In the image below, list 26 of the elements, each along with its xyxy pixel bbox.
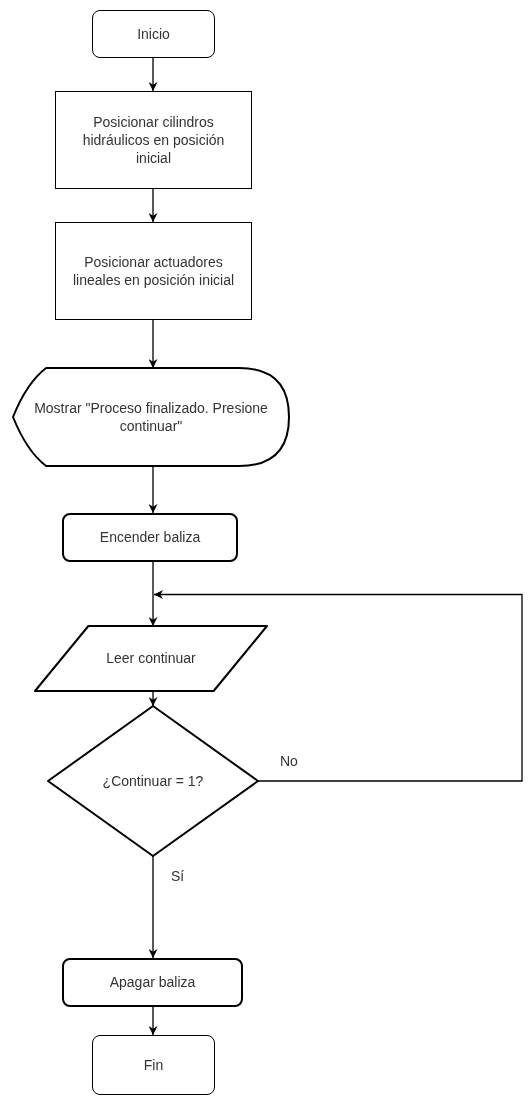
process-box	[55, 222, 252, 320]
arrow	[148, 465, 158, 514]
terminal-box	[92, 1035, 215, 1095]
node-text: Encender baliza	[99, 528, 201, 547]
arrow	[153, 590, 523, 782]
node-text: Posicionar cilindros hidráulicos en posición inicial	[81, 112, 226, 168]
edge-label: No	[280, 753, 298, 769]
arrow	[148, 1006, 158, 1036]
node-text: Fin	[143, 1055, 164, 1075]
terminal-box	[92, 10, 215, 58]
node-text: Leer continuar	[106, 649, 196, 668]
node-text: Inicio	[137, 24, 170, 44]
node-text: Posicionar actuadores lineales en posición inicial	[71, 252, 236, 290]
process-box	[55, 91, 252, 189]
arrow	[148, 319, 158, 369]
arrow	[148, 561, 158, 627]
node-text: Apagar baliza	[109, 973, 196, 992]
arrow	[148, 188, 158, 223]
arrow	[148, 855, 158, 959]
arrow	[148, 690, 158, 707]
node-text: Mostrar "Proceso finalizado. Presione continuar"	[33, 398, 269, 436]
terminal-box	[62, 958, 243, 1007]
edge-label: Sí	[171, 868, 185, 884]
terminal-box	[62, 513, 238, 562]
node-text: ¿Continuar = 1?	[102, 771, 204, 791]
arrow	[148, 57, 158, 92]
